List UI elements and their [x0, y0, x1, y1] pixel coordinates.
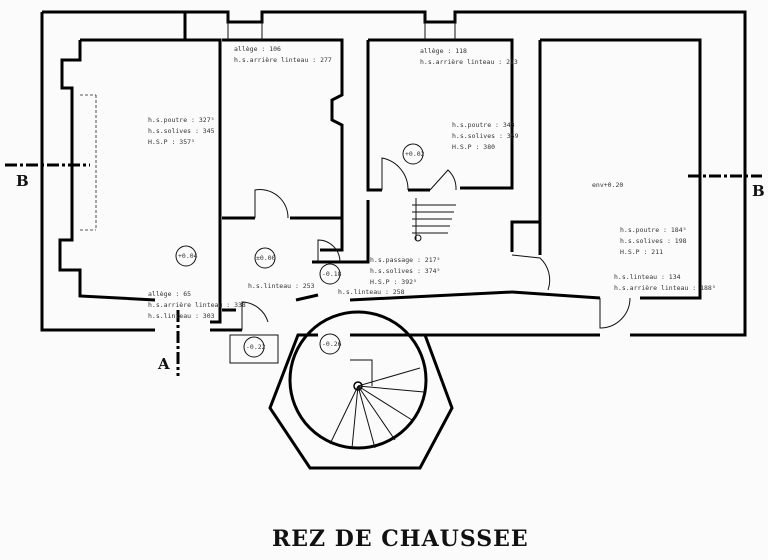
level-r004: +0.04 [178, 252, 198, 260]
level-r026: -0.26 [322, 340, 342, 348]
room1-bottom-line1: allège : 65 [148, 290, 191, 298]
staircase-upper [412, 198, 456, 242]
room3-top-line1: allège : 118 [420, 47, 467, 55]
room3-line2: h.s.solives : 359 [452, 132, 519, 140]
room-annotations: h.s.poutre : 327⁵ h.s.solives : 345 H.S.… [148, 45, 716, 320]
hall-line1: h.s.passage : 217⁵ [370, 256, 440, 264]
level-markers: +0.04 ±0.00 +0.02 -0.18 -0.22 -0.26 env+… [175, 143, 623, 358]
plan-title: REZ DE CHAUSSEE [272, 526, 529, 552]
room4-bottom-line1: h.s.linteau : 134 [614, 273, 681, 281]
room1-line2: h.s.solives : 345 [148, 127, 215, 135]
hall-lintel: h.s.linteau : 258 [338, 288, 405, 296]
section-lines [5, 12, 762, 376]
landing [229, 334, 279, 364]
interior-walls [58, 12, 702, 324]
room3-line3: H.S.P : 380 [452, 143, 495, 151]
section-mark-a: A [157, 355, 170, 373]
room4-line2: h.s.solives : 198 [620, 237, 687, 245]
room2-lintel: h.s.linteau : 253 [248, 282, 315, 290]
level-r000: ±0.00 [256, 254, 276, 262]
room1-bottom-line2: h.s.arrière linteau : 338 [148, 301, 246, 309]
room1-line3: H.S.P : 357⁵ [148, 138, 195, 146]
room2-top-line1: allège : 106 [234, 45, 281, 53]
room4-line1: h.s.poutre : 184⁵ [620, 226, 687, 234]
room1-line1: h.s.poutre : 327⁵ [148, 116, 215, 124]
level-r018: -0.18 [322, 270, 342, 278]
level-r020: env+0.20 [592, 181, 623, 189]
room3-line1: h.s.poutre : 343 [452, 121, 515, 129]
room1-bottom-line3: h.s.linteau : 303 [148, 312, 215, 320]
level-r002: +0.02 [405, 150, 425, 158]
hall-line2: h.s.solives : 374⁵ [370, 267, 440, 275]
spiral-staircase [288, 310, 428, 450]
section-mark-b-right: B [752, 182, 765, 200]
hall-line3: H.S.P : 392⁵ [370, 278, 417, 286]
room3-top-line2: h.s.arrière linteau : 293 [420, 58, 518, 66]
room4-bottom-line2: h.s.arrière linteau : 188⁵ [614, 284, 716, 292]
section-mark-b-left: B [16, 172, 29, 190]
doors [241, 157, 631, 330]
room2-top-line2: h.s.arrière linteau : 277 [234, 56, 332, 64]
room4-line3: H.S.P : 211 [620, 248, 663, 256]
level-r022: -0.22 [246, 343, 266, 351]
